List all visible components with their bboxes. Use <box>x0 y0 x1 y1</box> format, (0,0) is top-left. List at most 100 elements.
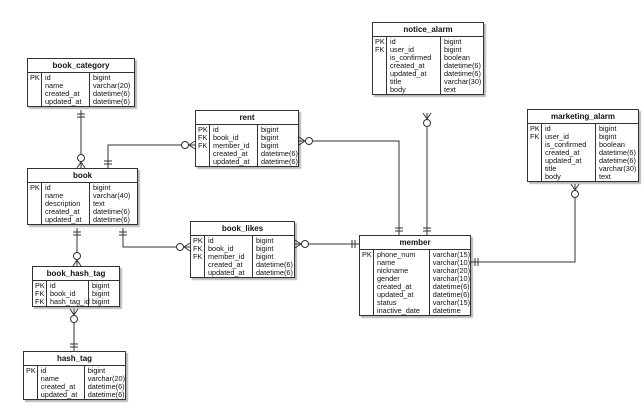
field-type: bigint <box>92 289 110 298</box>
table-title: book_category <box>28 59 134 73</box>
relationship-line <box>299 140 400 235</box>
field-name: updated_at <box>208 268 245 277</box>
key-cell <box>362 307 373 315</box>
field-type: datetime(6) <box>93 89 130 98</box>
field-name: status <box>376 298 397 307</box>
field-name: id <box>40 366 47 375</box>
field-name: updated_at <box>40 390 78 399</box>
crows-foot-marker <box>298 136 306 142</box>
key-column: PK <box>24 366 38 399</box>
crows-foot-marker <box>574 183 580 191</box>
field-type: varchar(15) <box>432 250 470 259</box>
field-name: title <box>390 77 402 86</box>
key-column: PK <box>28 73 42 106</box>
field-type: datetime(6) <box>256 268 293 277</box>
key-cell: PK <box>35 281 45 290</box>
zero-marker <box>181 141 189 149</box>
key-column: PK <box>360 250 374 315</box>
key-cell <box>530 141 541 149</box>
field-name: created_at <box>208 260 243 269</box>
field-type: bigint <box>256 252 274 261</box>
field-name: updated_at <box>390 69 427 78</box>
field-type: bigint <box>92 297 110 306</box>
field-name: created_at <box>376 282 412 291</box>
key-cell <box>362 267 373 275</box>
field-name: created_at <box>545 148 580 157</box>
key-cell: PK <box>30 73 40 82</box>
field-name: member_id <box>208 252 245 261</box>
key-cell: FK <box>198 133 208 142</box>
field-type: boolean <box>444 53 470 62</box>
field-name: id <box>208 236 214 245</box>
field-name: body <box>545 172 561 181</box>
field-name: phone_num <box>376 250 416 259</box>
relationship-line <box>107 144 195 168</box>
key-cell <box>530 149 541 157</box>
relationship-line <box>122 228 190 248</box>
field-type: varchar(10) <box>432 258 470 267</box>
key-cell <box>30 192 41 200</box>
field-type: datetime(6) <box>93 215 130 224</box>
key-cell: FK <box>35 297 45 306</box>
table-title: notice_alarm <box>373 23 483 37</box>
field-type: varchar(40) <box>93 191 131 200</box>
table-title: book <box>28 169 137 183</box>
key-cell <box>193 269 204 277</box>
key-cell <box>375 86 386 94</box>
zero-marker <box>301 240 309 248</box>
field-type: varchar(30) <box>599 164 637 173</box>
crows-foot-marker <box>72 259 78 267</box>
field-type: text <box>444 85 456 94</box>
field-type: datetime(6) <box>432 282 470 291</box>
key-cell: PK <box>26 366 36 375</box>
field-name: description <box>45 199 81 208</box>
table-title: member <box>360 236 470 250</box>
field-type: datetime(6) <box>444 61 481 70</box>
field-type-column: varchar(15)varchar(10)varchar(20)varchar… <box>430 250 470 315</box>
key-cell: PK <box>30 183 40 192</box>
key-cell <box>362 283 373 291</box>
field-name: user_id <box>390 45 414 54</box>
table-title: hash_tag <box>24 352 125 366</box>
field-type: datetime(6) <box>256 260 293 269</box>
key-cell <box>198 150 209 158</box>
field-type: text <box>93 199 105 208</box>
key-cell <box>375 54 386 62</box>
key-cell <box>26 383 37 391</box>
key-cell: FK <box>193 244 203 253</box>
field-type: bigint <box>256 236 274 245</box>
key-cell <box>362 299 373 307</box>
crows-foot-marker <box>298 140 306 146</box>
field-type: bigint <box>93 183 111 192</box>
crows-foot-marker <box>188 140 196 146</box>
field-name: id <box>50 281 56 290</box>
field-type: datetime(6) <box>93 207 130 216</box>
field-name: id <box>390 37 396 46</box>
field-name: updated_at <box>376 290 414 299</box>
field-name: created_at <box>45 207 80 216</box>
crows-foot-marker <box>183 242 191 248</box>
